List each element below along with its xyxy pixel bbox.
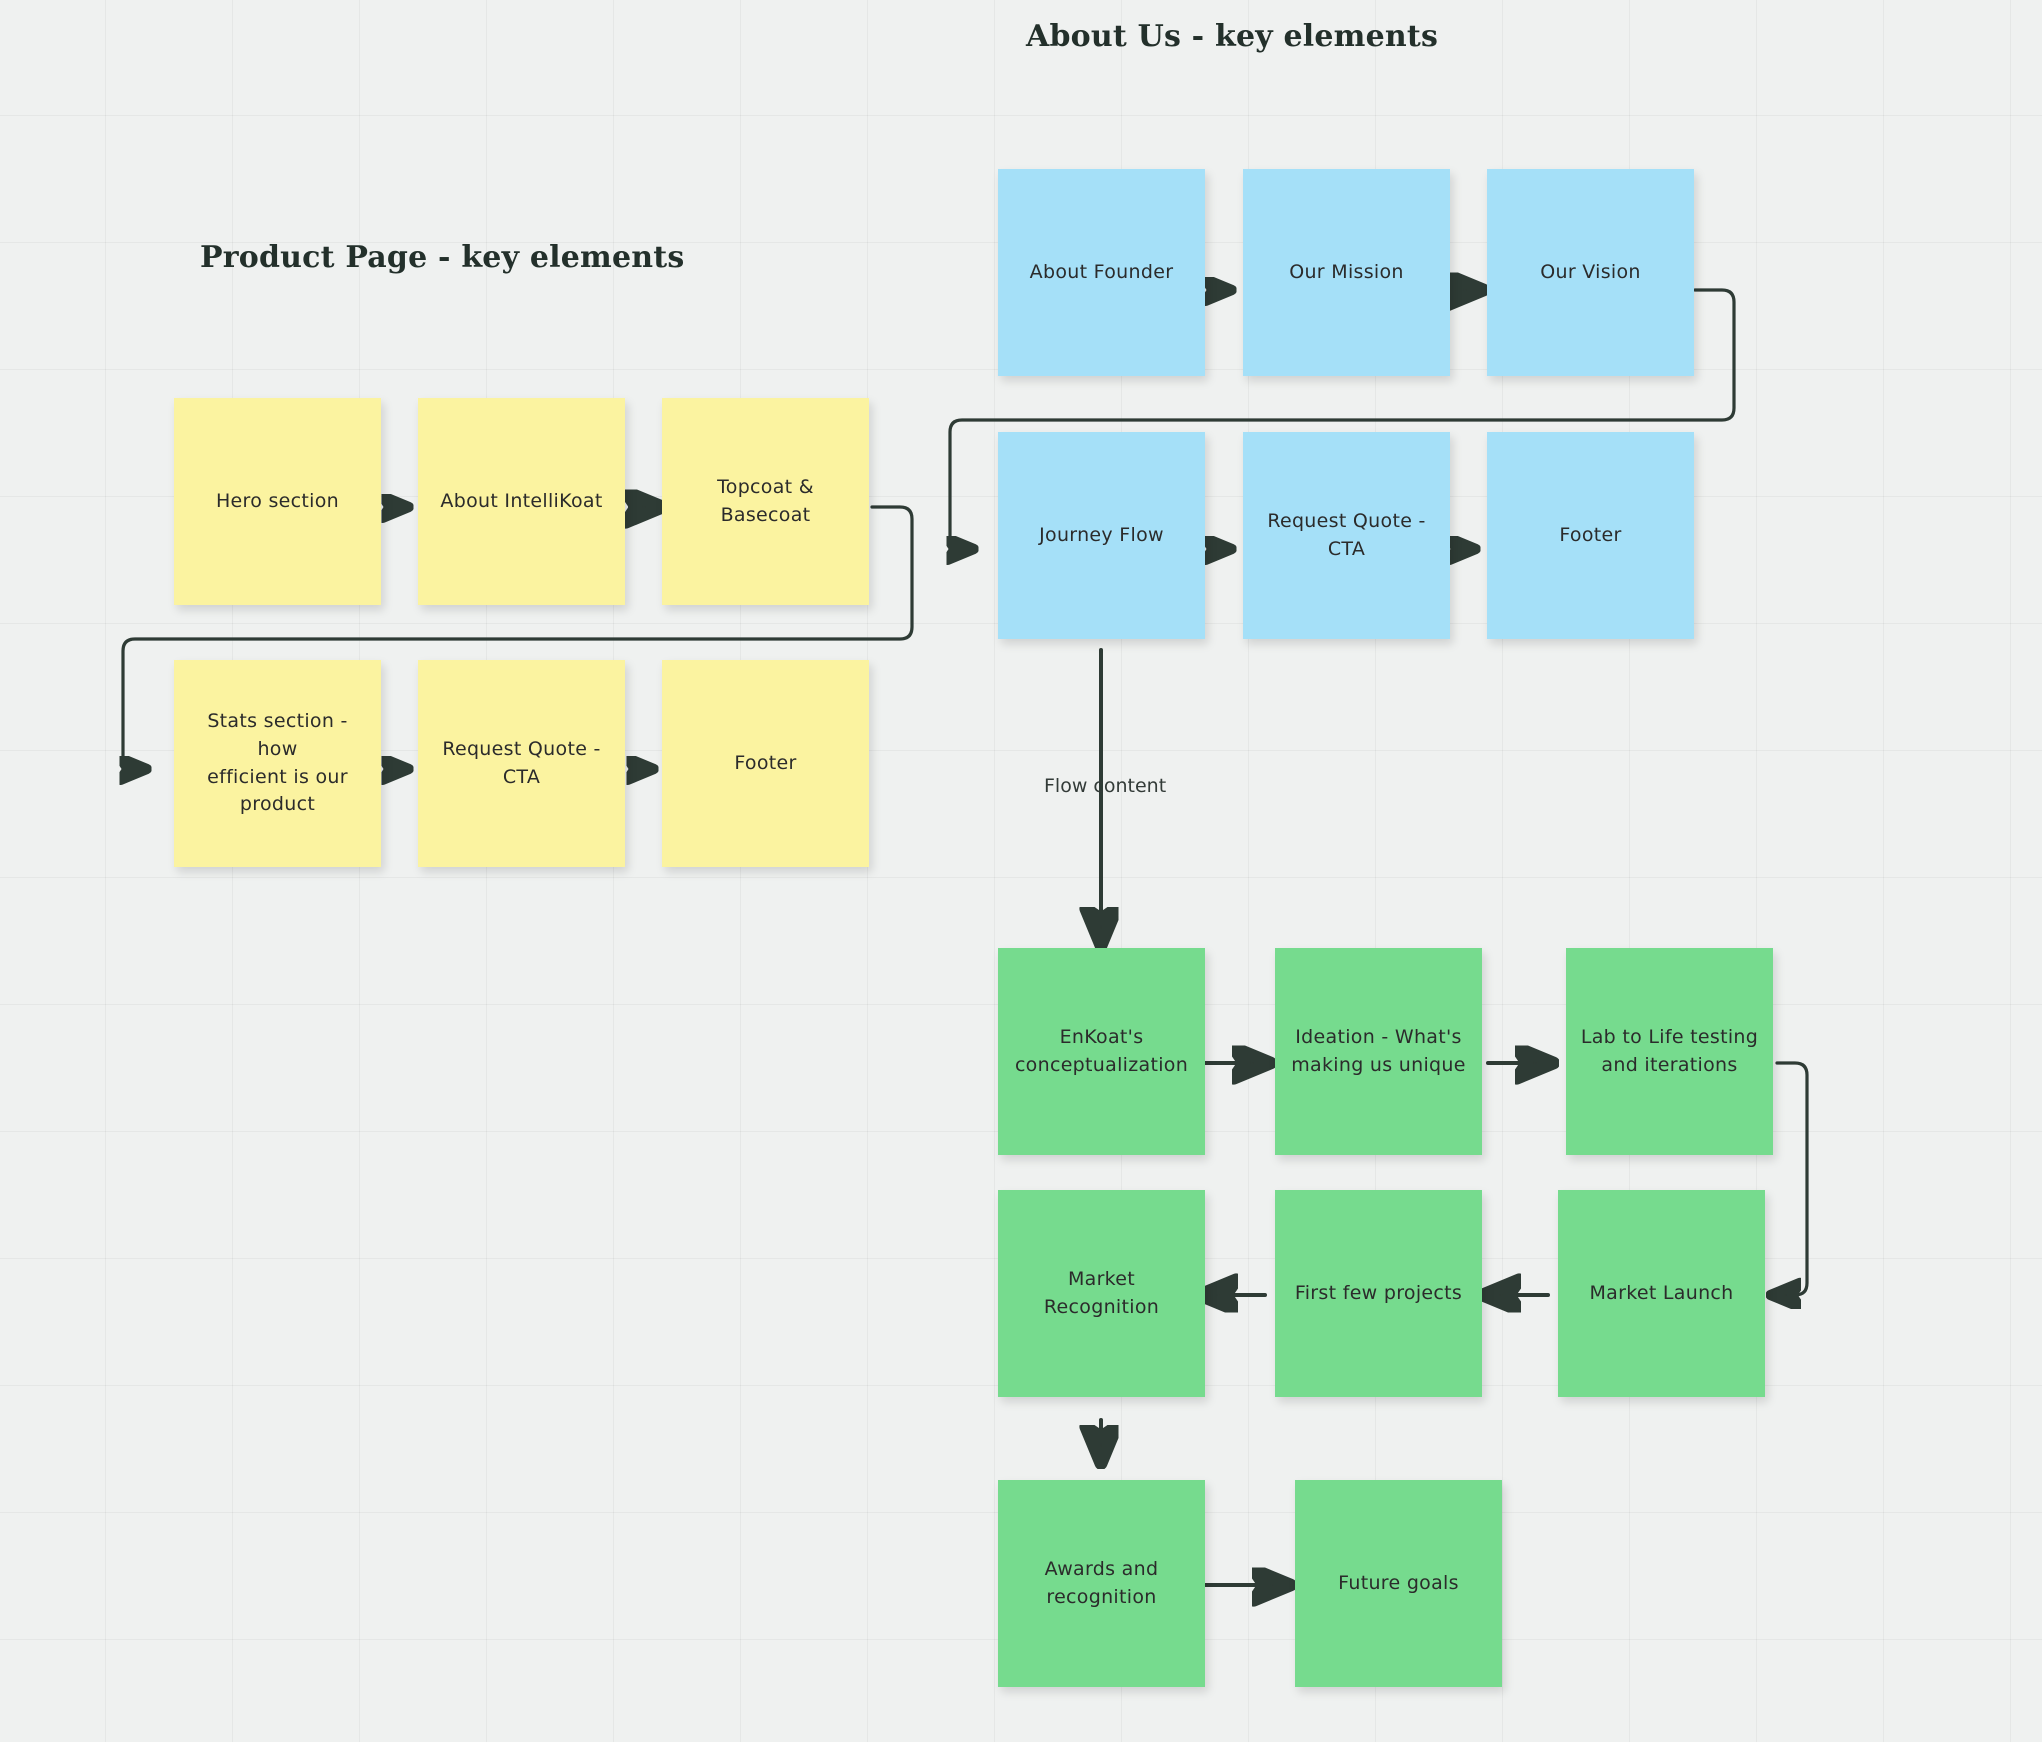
note-lab-to-life-testing[interactable]: Lab to Life testing and iterations (1566, 948, 1773, 1155)
note-text: Our Mission (1289, 260, 1404, 283)
label-flow-content: Flow content (1044, 775, 1167, 797)
note-stats-section[interactable]: Stats section - how efficient is our pro… (174, 660, 381, 867)
note-text: Topcoat & Basecoat (717, 475, 814, 526)
note-our-vision[interactable]: Our Vision (1487, 169, 1694, 376)
note-text-line2: and iterations (1601, 1053, 1738, 1076)
note-footer-about[interactable]: Footer (1487, 432, 1694, 639)
note-text: Stats section - how efficient is our pro… (188, 708, 367, 818)
note-text-line2: efficient is our product (207, 765, 348, 816)
note-text: About IntelliKoat (440, 489, 603, 512)
note-market-recognition[interactable]: Market Recognition (998, 1190, 1205, 1397)
note-text: EnKoat's conceptualization (1015, 1024, 1188, 1079)
note-text-line1: Lab to Life testing (1580, 1025, 1759, 1048)
note-journey-flow[interactable]: Journey Flow (998, 432, 1205, 639)
note-text: Footer (734, 751, 797, 774)
note-text-line1: Ideation - What's (1295, 1025, 1462, 1048)
note-text: Footer (1559, 523, 1622, 546)
note-about-intellikoat[interactable]: About IntelliKoat (418, 398, 625, 605)
note-text: Lab to Life testing and iterations (1581, 1024, 1758, 1079)
note-future-goals[interactable]: Future goals (1295, 1480, 1502, 1687)
note-our-mission[interactable]: Our Mission (1243, 169, 1450, 376)
note-about-founder[interactable]: About Founder (998, 169, 1205, 376)
note-text: Our Vision (1540, 260, 1641, 283)
note-enkoat-conceptualization[interactable]: EnKoat's conceptualization (998, 948, 1205, 1155)
note-text-line1: Stats section - how (207, 710, 348, 760)
note-text-line1: Awards and (1044, 1557, 1159, 1580)
note-text-line2: conceptualization (1014, 1053, 1189, 1076)
note-request-quote-cta-about[interactable]: Request Quote - CTA (1243, 432, 1450, 639)
note-text: About Founder (1029, 260, 1174, 283)
note-text: Ideation - What's making us unique (1291, 1024, 1466, 1079)
heading-product-page: Product Page - key elements (200, 240, 685, 275)
note-text-line2: recognition (1046, 1585, 1157, 1608)
note-text: First few projects (1294, 1281, 1463, 1304)
note-awards-recognition[interactable]: Awards and recognition (998, 1480, 1205, 1687)
note-topcoat-basecoat[interactable]: Topcoat & Basecoat (662, 398, 869, 605)
note-footer-product[interactable]: Footer (662, 660, 869, 867)
note-request-quote-cta-product[interactable]: Request Quote - CTA (418, 660, 625, 867)
note-market-launch[interactable]: Market Launch (1558, 1190, 1765, 1397)
note-text-line1: EnKoat's (1059, 1025, 1144, 1048)
heading-about-us: About Us - key elements (1026, 19, 1439, 54)
note-text: Journey Flow (1039, 523, 1164, 546)
connector-lab-to-launch (1775, 1061, 1809, 1295)
note-text: Market Launch (1589, 1281, 1734, 1304)
note-text-line2: making us unique (1291, 1053, 1466, 1076)
note-text: Awards and recognition (1045, 1556, 1159, 1611)
note-text: Market Recognition (1043, 1267, 1160, 1318)
note-text: Hero section (215, 489, 340, 512)
note-text: Request Quote - CTA (1267, 509, 1426, 560)
note-hero-section[interactable]: Hero section (174, 398, 381, 605)
note-text: Future goals (1338, 1571, 1459, 1594)
note-first-few-projects[interactable]: First few projects (1275, 1190, 1482, 1397)
note-text: Request Quote - CTA (442, 737, 601, 788)
note-ideation-unique[interactable]: Ideation - What's making us unique (1275, 948, 1482, 1155)
